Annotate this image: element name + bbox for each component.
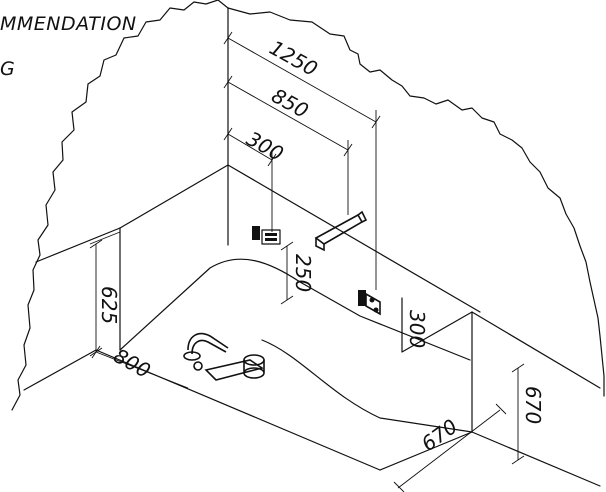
label-670-bottom: 670 [417,414,462,456]
tick-300-top-a [223,127,233,141]
tub-filler-faucet-icon [183,332,265,381]
control-plate-b [261,229,281,245]
tick-670-side-b [511,455,525,465]
dimension-lines [89,30,525,492]
tick-850-b [343,143,353,157]
tub-base-line [95,349,381,471]
dim-line-850 [227,81,349,151]
dim-line-1250 [227,37,377,123]
control-slot-1 [265,233,277,236]
spout-icon [314,210,368,252]
tick-250-a [280,241,294,251]
tick-800-a [91,345,101,359]
label-625: 625 [97,286,121,324]
wall-base-left-lower [23,349,97,391]
wall-left-edge [11,0,229,411]
mixer-valve-icon [358,290,381,316]
tick-1250-b [371,115,381,129]
control-slot-2 [265,238,277,241]
tick-1250-a [223,31,233,45]
tub-basin-curve [119,258,471,361]
tick-670-bottom-a [393,481,405,492]
tick-850-a [223,75,233,89]
label-250: 250 [291,254,315,292]
dim-line-800 [95,351,189,389]
bathtub-box [95,164,601,487]
ext-line-625-top [89,231,121,245]
dimension-labels: 1250 850 300 250 300 625 800 670 670 [97,35,545,456]
tick-670-side-a [511,363,525,373]
control-plate-a [252,226,260,240]
label-300-top: 300 [243,126,288,166]
mixer-body [358,290,366,306]
tick-300-top-b [267,153,277,167]
label-300-side: 300 [405,310,429,348]
tick-670-bottom-b [495,403,507,415]
dim-line-300-top [227,133,273,161]
dim-line-670-bottom [397,409,501,489]
tub-front-curve [261,339,473,433]
tick-625-a [89,239,103,249]
tub-base-right [379,431,601,487]
caption-line-2: G [0,58,15,80]
wall-top-edge [227,7,605,397]
label-1250: 1250 [266,35,322,81]
wall-base-left [35,227,121,263]
label-670-side: 670 [521,386,545,424]
tick-250-b [280,295,294,305]
wall-control-fixture [252,226,281,245]
caption-line-1: MMENDATION [0,13,137,35]
label-800: 800 [110,343,155,383]
tub-rim-right-front [471,311,601,389]
